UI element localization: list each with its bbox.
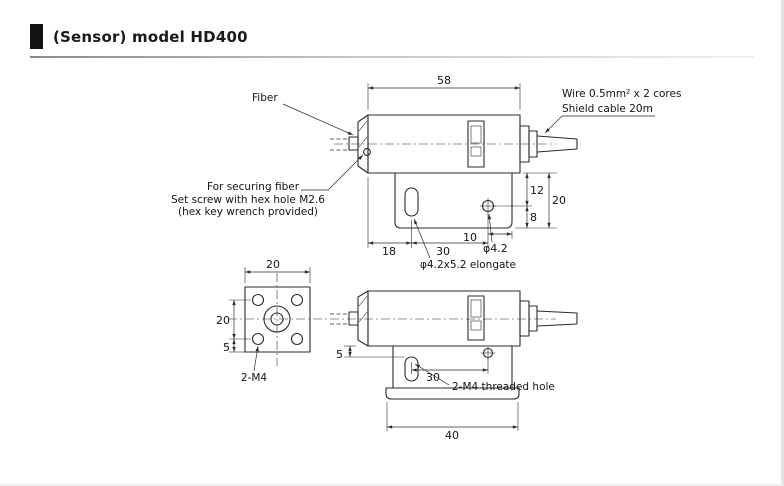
display-window [467,120,485,168]
mount-hole-bl [251,332,265,346]
header-divider [30,56,754,58]
page-title: (Sensor) model HD400 [53,27,248,46]
display-window-side [467,295,485,341]
mount-hole-tl [251,293,265,307]
mount-hole-br [290,332,304,346]
dim-12: 12 [530,184,544,197]
securing-label-line3: (hex key wrench provided) [178,206,318,218]
cable-gland-side [519,300,530,337]
side-dim-5: 5 [336,348,343,361]
shield-cable-label: Shield cable 20m [562,103,653,115]
mount-hole-tr [290,293,304,307]
side-dim-30: 30 [426,371,440,384]
side-view-drawing: 5 30 2-M4 threaded hole 40 [228,290,578,442]
dim-18: 18 [382,245,396,258]
front-dim-5-left: 5 [223,341,230,354]
dim-58: 58 [437,74,451,87]
page-header: (Sensor) model HD400 [30,24,248,49]
front-face [244,286,311,353]
side-dim-40: 40 [445,429,459,442]
dim-10: 10 [463,231,477,244]
cable-side [536,310,578,327]
securing-label-line2: Set screw with hex hole M2.6 [171,194,325,206]
fiber-label: Fiber [252,92,278,104]
fiber-port [348,136,359,151]
front-dim-20-left: 20 [216,314,230,327]
set-screw-hole [363,148,371,156]
cable [536,135,578,153]
securing-label-line1: For securing fiber [207,181,300,193]
dim-20-right: 20 [552,194,566,207]
front-dim-20-top: 20 [266,258,280,271]
side-thread-label: 2-M4 threaded hole [452,381,555,393]
front-screw-label: 2-M4 [241,372,268,384]
bracket-base [385,387,520,400]
elongate-hole [404,187,419,217]
fiber-end-cap-side [357,290,369,347]
front-view-drawing: 20 20 5 2-M4 [216,258,311,384]
dim-8: 8 [530,211,537,224]
fiber-port-side [348,311,359,326]
mounting-bracket [394,173,513,229]
dim-30-top: 30 [436,245,450,258]
top-view-drawing: 58 12 8 20 18 30 10 φ4.2 φ4.2x5.2 elonga… [171,74,681,271]
sensor-body-outline-side [367,290,521,347]
slot-label: φ4.2x5.2 elongate [420,259,516,271]
wire-label: Wire 0.5mm² x 2 cores [562,88,681,100]
hole-diameter-label: φ4.2 [483,242,508,255]
title-marker-block [30,24,43,49]
fiber-end-cap [357,114,369,174]
